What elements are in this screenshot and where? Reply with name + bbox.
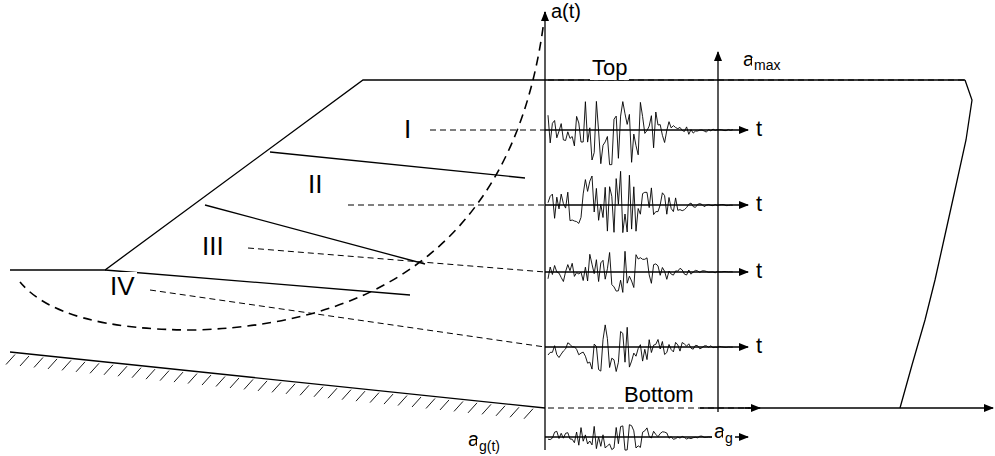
leader-lines: [150, 80, 965, 408]
hatch-stroke: [412, 397, 421, 407]
layer-number: I: [402, 115, 413, 144]
time-label: t: [754, 334, 764, 358]
failure-surface: [20, 12, 545, 330]
hatch-stroke: [454, 401, 463, 411]
hatch-stroke: [62, 360, 71, 370]
layer-number: III: [200, 232, 226, 261]
hatch-stroke: [20, 356, 29, 366]
hatch-stroke: [34, 357, 43, 367]
axis-subscript: g: [723, 431, 735, 446]
hatch-stroke: [244, 379, 253, 389]
accelerograms: [548, 101, 733, 450]
hatch-stroke: [6, 355, 15, 365]
hatch-stroke: [48, 359, 57, 369]
hatch-stroke: [132, 368, 141, 378]
level-label: Bottom: [622, 383, 696, 407]
hatch-stroke: [356, 391, 365, 401]
hatch-stroke: [104, 365, 113, 375]
hatch-stroke: [384, 394, 393, 404]
hatch-stroke: [524, 409, 533, 419]
layer-number: IV: [108, 272, 137, 301]
hatch-stroke: [426, 398, 435, 408]
accelerogram: [548, 101, 733, 164]
hatch-stroke: [202, 375, 211, 385]
bedrock-hatch: [6, 355, 533, 419]
time-label: t: [754, 192, 764, 216]
hatch-stroke: [440, 400, 449, 410]
hatch-stroke: [76, 362, 85, 372]
hatch-stroke: [314, 387, 323, 397]
hatch-stroke: [216, 377, 225, 387]
accelerogram: [548, 325, 733, 372]
hatch-stroke: [258, 381, 267, 391]
axis-subscript: max: [752, 58, 782, 73]
hatch-stroke: [482, 404, 491, 414]
hatch-stroke: [510, 407, 519, 417]
axis-label: a(t): [549, 0, 583, 22]
hatch-stroke: [468, 403, 477, 413]
hatch-stroke: [342, 390, 351, 400]
hatch-stroke: [146, 369, 155, 379]
hatch-stroke: [370, 393, 379, 403]
hatch-stroke: [398, 396, 407, 406]
axis-subscript: g(t): [477, 439, 502, 454]
hatch-stroke: [230, 378, 239, 388]
hatch-stroke: [118, 366, 127, 376]
accelerogram: [548, 171, 733, 232]
time-label: t: [754, 259, 764, 283]
accelerogram: [548, 251, 733, 292]
hatch-stroke: [272, 382, 281, 392]
axes: [545, 12, 993, 450]
accelerogram: [548, 425, 733, 450]
layer-number: II: [306, 170, 324, 199]
level-label: Top: [590, 56, 629, 80]
hatch-stroke: [496, 406, 505, 416]
hatch-stroke: [328, 388, 337, 398]
slope-outline: [10, 80, 965, 408]
hatch-stroke: [188, 374, 197, 384]
hatch-stroke: [174, 372, 183, 382]
hatch-stroke: [160, 371, 169, 381]
hatch-stroke: [286, 384, 295, 394]
hatch-stroke: [90, 363, 99, 373]
hatch-stroke: [300, 385, 309, 395]
time-label: t: [754, 117, 764, 141]
